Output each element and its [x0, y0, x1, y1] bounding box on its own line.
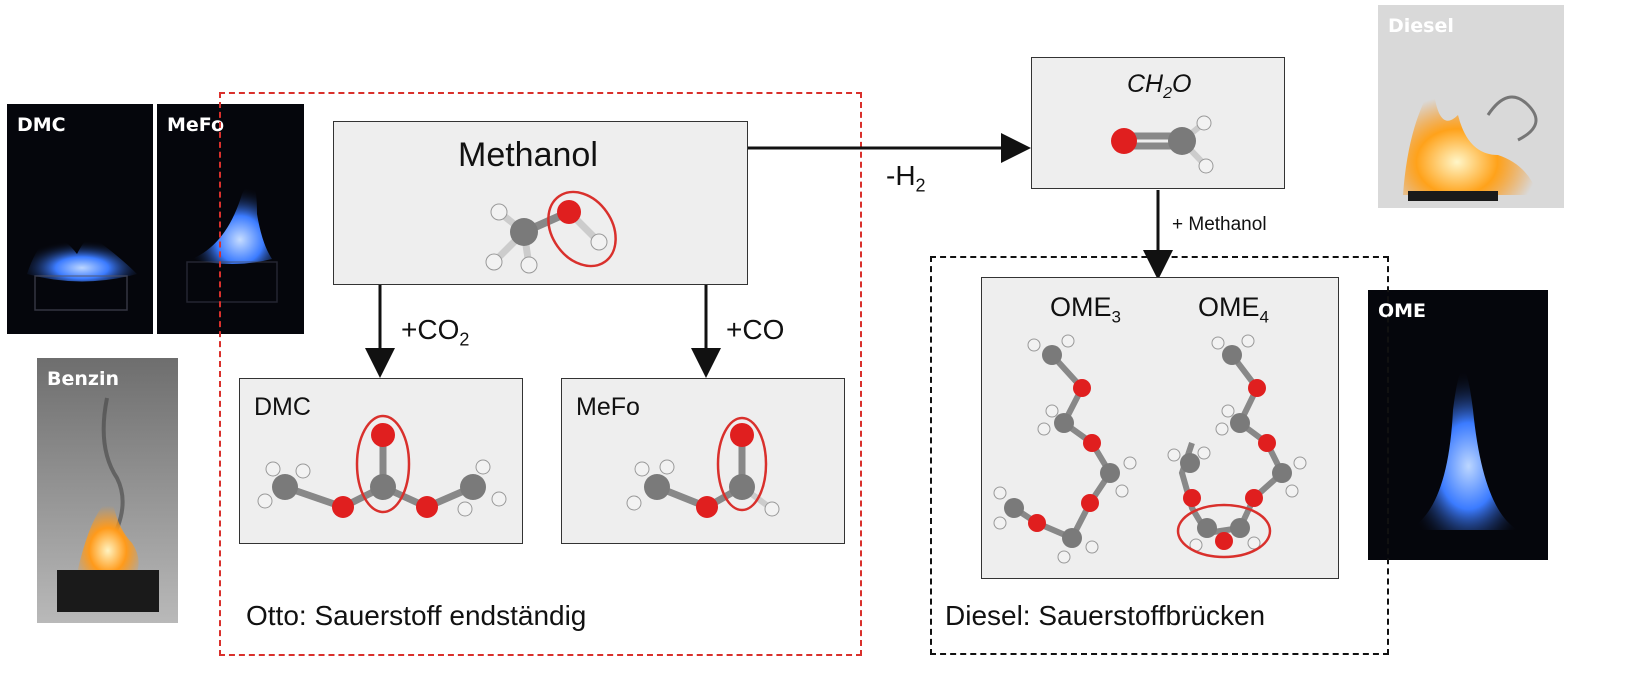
mefo-box: MeFo: [561, 378, 845, 544]
otto-region: [219, 92, 862, 656]
ome3-label: OME3: [1050, 292, 1121, 327]
methanol-box: Methanol: [333, 121, 748, 285]
dmc-photo-label: DMC: [17, 114, 66, 136]
edge-label-plus-methanol: + Methanol: [1172, 214, 1267, 235]
dmc-flame-photo: DMC: [7, 104, 153, 334]
ome-box: OME3 OME4: [981, 277, 1339, 579]
diesel-photo-label: Diesel: [1388, 15, 1454, 37]
edge-label-h2: -H2: [886, 160, 926, 196]
blue-flame-icon: [27, 236, 137, 311]
ome4-molecule-icon: [1167, 334, 1307, 559]
mefo-flame-photo: MeFo: [157, 104, 304, 334]
formaldehyde-molecule-icon: [1111, 115, 1214, 174]
otto-caption: Otto: Sauerstoff endständig: [246, 600, 587, 631]
dmc-molecule-icon: [257, 414, 507, 518]
diesel-flame-photo: Diesel: [1378, 5, 1564, 208]
formaldehyde-label: CH2O: [1127, 70, 1192, 102]
blue-flame-icon: [1408, 370, 1518, 530]
methanol-label: Methanol: [458, 136, 598, 174]
benzin-flame-photo: Benzin: [37, 358, 178, 623]
ome4-label: OME4: [1198, 292, 1269, 327]
mefo-label: MeFo: [576, 393, 640, 421]
ome-molecules-icon: [993, 334, 1307, 564]
mefo-photo-label: MeFo: [167, 114, 225, 136]
diesel-caption: Diesel: Sauerstoffbrücken: [945, 600, 1266, 631]
blue-flame-icon: [186, 182, 278, 303]
formaldehyde-box: CH2O: [1031, 57, 1285, 189]
mefo-molecule-icon: [626, 416, 780, 518]
benzin-photo-label: Benzin: [47, 368, 119, 390]
methanol-molecule-icon: [485, 190, 617, 274]
orange-flame-icon: [1403, 85, 1538, 201]
edge-label-co2: +CO2: [401, 314, 470, 350]
edge-label-co: +CO: [726, 314, 785, 345]
ome3-molecule-icon: [993, 334, 1137, 564]
dmc-box: DMC: [239, 378, 523, 544]
ome-flame-photo: OME: [1368, 290, 1548, 560]
dmc-label: DMC: [254, 393, 311, 421]
orange-flame-icon: [37, 358, 178, 623]
ome-photo-label: OME: [1378, 300, 1427, 322]
